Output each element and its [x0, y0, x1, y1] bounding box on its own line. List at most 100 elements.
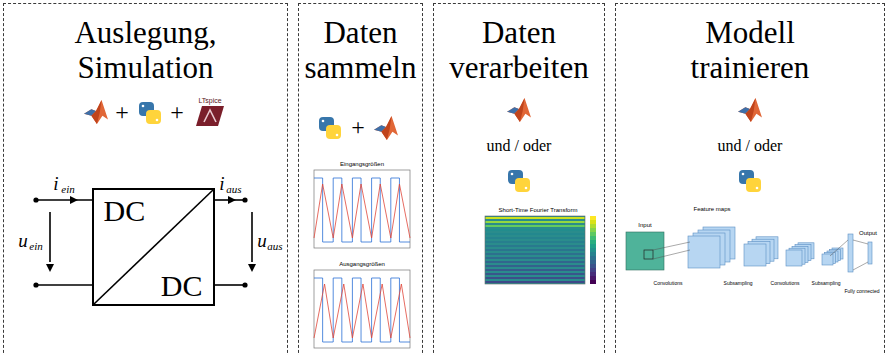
- arrow-head: [70, 196, 78, 204]
- spectrogram-band: [486, 249, 585, 251]
- spectrogram-band: [486, 265, 585, 267]
- colorbar-step: [590, 280, 596, 284]
- colorbar-step: [590, 240, 596, 244]
- connection-line: [653, 242, 690, 250]
- connector-text: und / oder: [487, 138, 552, 154]
- stage-panel: Modell trainieren: [615, 3, 885, 355]
- signal-name: i: [219, 174, 224, 193]
- python-snake-yellow: [746, 178, 761, 192]
- feature-map: [688, 236, 720, 268]
- matlab-logo: [84, 100, 108, 124]
- stage-panel: Daten sammeln: [298, 3, 423, 355]
- layer-name: Convolutions: [654, 281, 683, 286]
- feature-map: [822, 254, 833, 265]
- signal-subscript: ein: [29, 241, 42, 252]
- python-logo: [319, 117, 341, 139]
- plot-title: Short-Time Fourier Transform: [499, 207, 578, 213]
- layer-name: Output: [859, 230, 877, 236]
- layer-name: Subsampling: [724, 281, 753, 286]
- signal-name: u: [18, 231, 28, 250]
- plus-sign: +: [170, 100, 184, 124]
- input-image: [626, 232, 664, 270]
- triangle-wave: [314, 184, 410, 238]
- matlab-surface: [507, 98, 531, 122]
- signal-subscript: ein: [61, 184, 74, 195]
- matlab-surface: [374, 116, 398, 140]
- python-eye: [336, 134, 339, 137]
- connection-line: [853, 240, 868, 244]
- colorbar-step: [590, 276, 596, 280]
- python-snake-yellow: [515, 178, 530, 192]
- terminal: [33, 282, 38, 287]
- plus-sign: +: [115, 100, 129, 124]
- signal-name: i: [53, 174, 58, 193]
- arrow-head: [248, 264, 256, 272]
- colorbar-step: [590, 224, 596, 228]
- triangle-wave: [314, 284, 410, 338]
- colorbar-step: [590, 256, 596, 260]
- ltspice-mark: [196, 106, 224, 126]
- colorbar-step: [590, 228, 596, 232]
- python-eye: [511, 173, 514, 176]
- wire: [36, 199, 92, 201]
- square-wave: [314, 278, 410, 342]
- plot-frame: [314, 270, 410, 348]
- arrow-head: [46, 264, 54, 272]
- connection-line: [853, 262, 868, 270]
- python-logo: [508, 170, 530, 192]
- colorbar-step: [590, 272, 596, 276]
- python-eye: [322, 120, 325, 123]
- stage-title: Modell trainieren: [647, 16, 853, 85]
- spectrogram-band: [486, 225, 585, 227]
- wire: [215, 284, 245, 286]
- matlab-surface: [738, 98, 762, 122]
- colorbar-step: [590, 268, 596, 272]
- voltage-arrow: [251, 212, 253, 262]
- stage-panel: Auslegung, SimulationDCDC: [3, 3, 288, 355]
- spectrogram-band: [486, 269, 585, 271]
- spectrogram-area: [485, 216, 585, 284]
- colorbar-step: [590, 216, 596, 220]
- plot-title: Eingangsgrößen: [340, 161, 384, 167]
- colorbar-step: [590, 236, 596, 240]
- python-logo: [139, 102, 161, 124]
- layer-name: Fully connected: [844, 289, 879, 294]
- stage-title: Daten sammeln: [300, 16, 421, 85]
- converter-label: DC: [161, 269, 203, 302]
- colorbar-step: [590, 220, 596, 224]
- spectrogram-band: [486, 241, 585, 243]
- converter-box: DCDC: [92, 188, 215, 306]
- layer-name: Subsampling: [812, 281, 841, 286]
- ltspice-mark-line: [204, 110, 216, 122]
- python-eye: [742, 173, 745, 176]
- python-eye: [156, 119, 159, 122]
- matlab-surface-shade: [745, 98, 755, 122]
- stage-title: Auslegung, Simulation: [5, 16, 286, 85]
- voltage-arrow: [49, 212, 51, 262]
- colorbar-step: [590, 252, 596, 256]
- arrow-head: [228, 196, 236, 204]
- matlab-surface: [84, 100, 108, 124]
- colorbar-step: [590, 264, 596, 268]
- python-logo: [739, 170, 761, 192]
- matlab-logo: [374, 116, 398, 140]
- spectrogram-band: [486, 281, 585, 283]
- kernel: [644, 250, 653, 259]
- wire: [36, 284, 92, 286]
- output-layer: [868, 242, 872, 264]
- colorbar-step: [590, 232, 596, 236]
- spectrogram-band: [486, 277, 585, 279]
- colorbar-step: [590, 248, 596, 252]
- spectrogram-band: [486, 257, 585, 259]
- layer-name: Input: [638, 222, 651, 228]
- terminal: [242, 197, 247, 202]
- spectrogram-band: [486, 217, 585, 219]
- logo-text: LTspice: [198, 97, 221, 104]
- matlab-surface-shade: [91, 100, 101, 124]
- stage-panel: Daten verarbeiten: [433, 3, 605, 355]
- signal-name: u: [257, 231, 267, 250]
- python-snake-yellow: [146, 110, 161, 124]
- spectrogram-band: [486, 273, 585, 275]
